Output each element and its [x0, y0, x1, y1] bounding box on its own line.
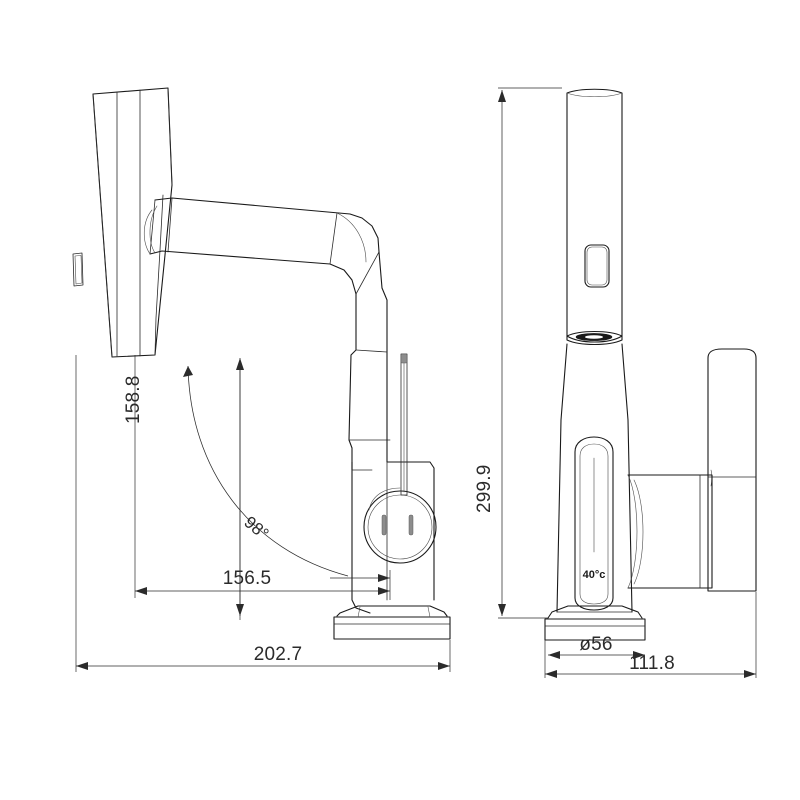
front-sprayer-head: [566, 88, 623, 346]
side-hose-rod: [400, 353, 408, 496]
dimension-reach-inner: 156.5: [135, 568, 391, 600]
dimension-156-5-label: 156.5: [223, 568, 272, 589]
side-spout-arm: [143, 197, 380, 295]
front-base-plate: [544, 605, 646, 641]
side-base-plate: [333, 605, 451, 640]
front-column-body: [556, 343, 633, 613]
dimension-111-8-label: 111.8: [629, 653, 675, 674]
dimension-overall-height: 299.9: [474, 87, 562, 619]
side-sprayer-head: [363, 487, 437, 564]
dimension-overall-depth: 202.7: [75, 355, 451, 672]
side-handle-block: [72, 87, 173, 358]
dimension-98-degree-label: 98°: [240, 513, 272, 544]
dimension-height-to-spout: 158.8: [123, 355, 244, 620]
dimension-swivel-angle: 98°: [183, 365, 349, 577]
dimension-diameter-56-label: ø56: [579, 634, 612, 655]
dimension-202-7-label: 202.7: [254, 644, 303, 665]
front-display-window: 40°c: [574, 436, 614, 611]
dimension-299-9-label: 299.9: [474, 464, 495, 513]
front-handle-lever: [627, 348, 757, 592]
dimension-base-diameter: ø56: [548, 634, 645, 659]
side-sprayer-body: [348, 251, 435, 614]
dimension-overall-width: 111.8: [544, 592, 757, 678]
front-elevation-view: 40°c: [474, 87, 757, 678]
dimension-158-8-label: 158.8: [123, 375, 144, 424]
temperature-readout: 40°c: [583, 569, 606, 581]
side-elevation-view: 158.8 98° 156.5: [72, 87, 451, 672]
